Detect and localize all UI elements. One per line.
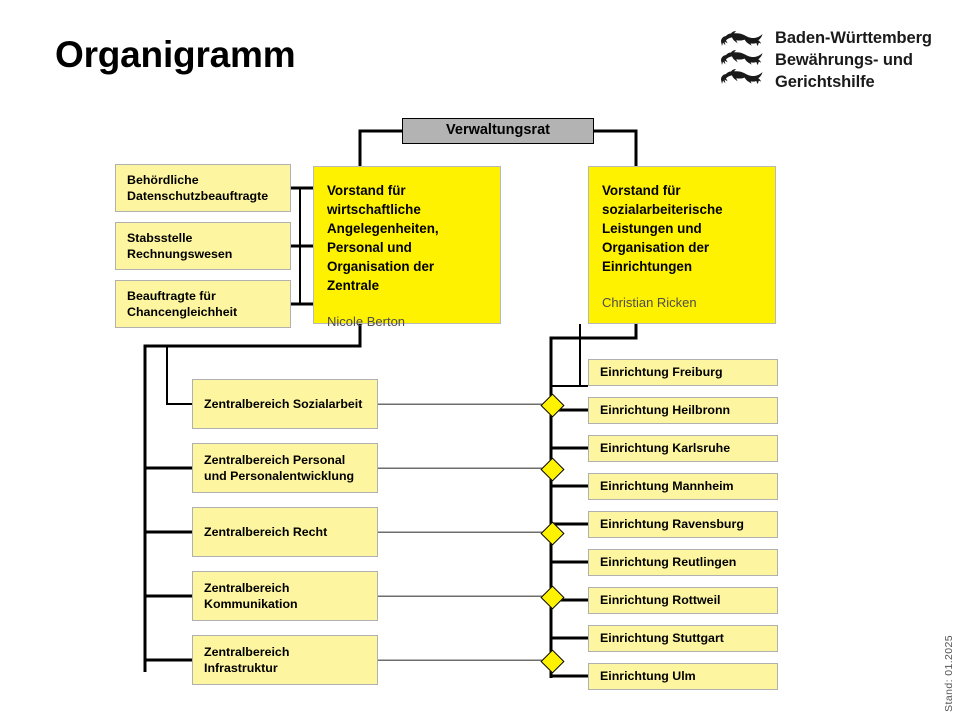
node-beauftragte-chancengleichheit[interactable]: Beauftragte für Chancengleichheit	[115, 280, 291, 328]
node-label: Einrichtung Mannheim	[600, 479, 734, 494]
node-person: Christian Ricken	[602, 294, 697, 310]
node-label: Verwaltungsrat	[446, 122, 550, 139]
node-einrichtung-karlsruhe[interactable]: Einrichtung Karlsruhe	[588, 435, 778, 462]
node-zentralbereich-kommunikation[interactable]: Zentralbereich Kommunikation	[192, 571, 378, 621]
node-vorstand-wirtschaft[interactable]: Vorstand für wirtschaftliche Angelegenhe…	[313, 166, 501, 329]
node-stabsstelle-rechnungswesen[interactable]: Stabsstelle Rechnungswesen	[115, 222, 291, 270]
node-einrichtung-rottweil[interactable]: Einrichtung Rottweil	[588, 587, 778, 614]
node-datenschutzbeauftragte[interactable]: Behördliche Datenschutzbeauftragte	[115, 164, 291, 212]
node-label: Einrichtung Karlsruhe	[600, 441, 731, 456]
node-label: Zentralbereich Sozialarbeit	[204, 396, 363, 411]
node-vorstand-sozialarbeit[interactable]: Vorstand für sozialarbeiterische Leistun…	[588, 166, 776, 324]
node-label: Stabsstelle Rechnungswesen	[127, 230, 233, 262]
lion-icon	[721, 31, 763, 46]
node-label: Zentralbereich Infrastruktur	[204, 644, 290, 676]
node-einrichtung-heilbronn[interactable]: Einrichtung Heilbronn	[588, 397, 778, 424]
node-einrichtung-ravensburg[interactable]: Einrichtung Ravensburg	[588, 511, 778, 538]
node-label: Einrichtung Ravensburg	[600, 517, 744, 532]
node-zentralbereich-sozialarbeit[interactable]: Zentralbereich Sozialarbeit	[192, 379, 378, 429]
node-label: Vorstand für wirtschaftliche Angelegenhe…	[327, 183, 439, 294]
node-label: Einrichtung Ulm	[600, 669, 696, 684]
brand-line-2: Bewährungs- und	[775, 50, 913, 69]
node-einrichtung-ulm[interactable]: Einrichtung Ulm	[588, 663, 778, 690]
node-zentralbereich-recht[interactable]: Zentralbereich Recht	[192, 507, 378, 557]
node-zentralbereich-personal[interactable]: Zentralbereich Personal und Personalentw…	[192, 443, 378, 493]
three-lions-icon	[718, 28, 764, 85]
node-label: Zentralbereich Kommunikation	[204, 580, 298, 612]
node-label: Einrichtung Stuttgart	[600, 631, 724, 646]
lion-icon	[721, 50, 763, 65]
node-einrichtung-stuttgart[interactable]: Einrichtung Stuttgart	[588, 625, 778, 652]
node-label: Einrichtung Freiburg	[600, 365, 723, 380]
node-label: Zentralbereich Personal und Personalentw…	[204, 452, 355, 484]
node-label: Einrichtung Reutlingen	[600, 555, 737, 570]
lion-icon	[721, 69, 763, 84]
node-label: Vorstand für sozialarbeiterische Leistun…	[602, 183, 723, 275]
node-einrichtung-reutlingen[interactable]: Einrichtung Reutlingen	[588, 549, 778, 576]
node-label: Einrichtung Rottweil	[600, 593, 721, 608]
brand-logo: Baden-Württemberg Bewährungs- und Gerich…	[718, 28, 932, 94]
node-zentralbereich-infrastruktur[interactable]: Zentralbereich Infrastruktur	[192, 635, 378, 685]
node-einrichtung-freiburg[interactable]: Einrichtung Freiburg	[588, 359, 778, 386]
stand-date: Stand: 01.2025	[943, 635, 955, 712]
node-verwaltungsrat[interactable]: Verwaltungsrat	[402, 118, 594, 144]
node-label: Behördliche Datenschutzbeauftragte	[127, 172, 269, 204]
node-person: Nicole Berton	[327, 313, 406, 329]
brand-line-3: Gerichtshilfe	[775, 72, 875, 91]
node-label: Zentralbereich Recht	[204, 524, 328, 539]
node-label: Einrichtung Heilbronn	[600, 403, 731, 418]
page-title: Organigramm	[55, 34, 296, 75]
node-label: Beauftragte für Chancengleichheit	[127, 288, 238, 320]
brand-text: Baden-Württemberg Bewährungs- und Gerich…	[775, 28, 932, 94]
node-einrichtung-mannheim[interactable]: Einrichtung Mannheim	[588, 473, 778, 500]
brand-line-1: Baden-Württemberg	[775, 29, 932, 47]
